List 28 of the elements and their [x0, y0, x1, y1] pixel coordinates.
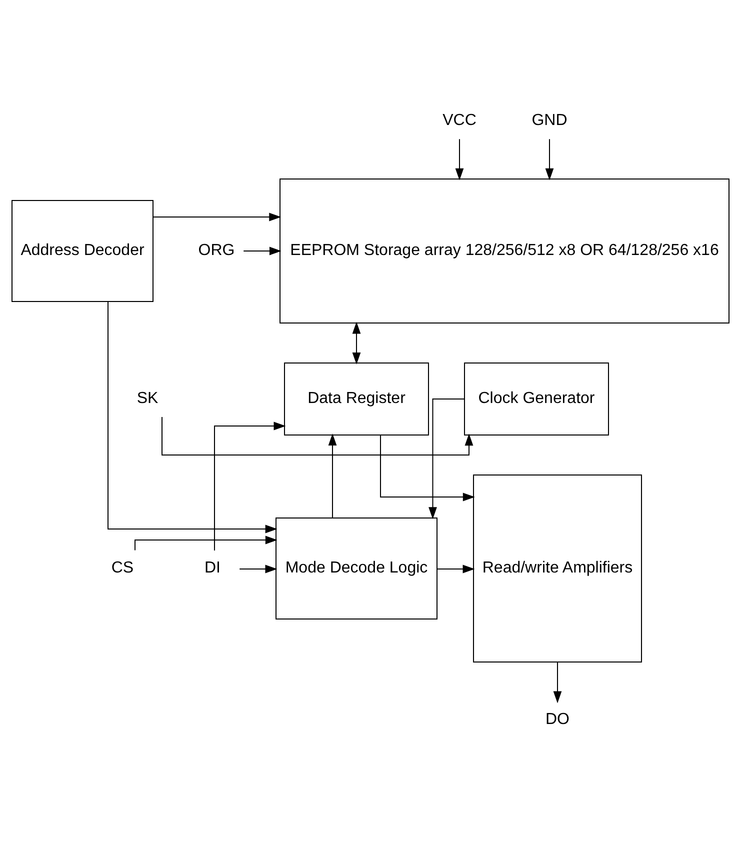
node-box: Data Register	[284, 362, 429, 436]
node-box: Mode Decode Logic	[276, 518, 438, 620]
node-text: DO	[546, 710, 570, 728]
node-text: DI	[204, 559, 220, 576]
node-text: CS	[111, 559, 134, 576]
node-text: GND	[532, 112, 568, 129]
arrow	[152, 212, 282, 222]
arrow	[328, 434, 337, 518]
node-text: ORG	[198, 242, 235, 259]
arrow	[134, 536, 278, 551]
arrow	[243, 246, 282, 256]
node-text: SK	[136, 390, 158, 407]
node-box: Address Decoder	[12, 200, 154, 302]
arrow	[380, 434, 475, 502]
arrow	[428, 398, 465, 520]
arrow	[436, 564, 475, 574]
node-text: VCC	[442, 112, 476, 129]
arrow	[545, 138, 554, 180]
node-box: EEPROM Storage array 128/256/512 x8 OR 64/128/256 x16	[280, 178, 730, 324]
arrow	[239, 564, 278, 574]
arrow	[214, 422, 286, 551]
arrow	[455, 138, 464, 180]
arrow	[162, 416, 474, 456]
arrow	[108, 301, 278, 534]
arrow	[352, 322, 361, 364]
arrow	[553, 662, 562, 704]
node-box: Clock Generator	[464, 362, 609, 436]
node-box: Read/write Amplifiers	[473, 474, 642, 662]
